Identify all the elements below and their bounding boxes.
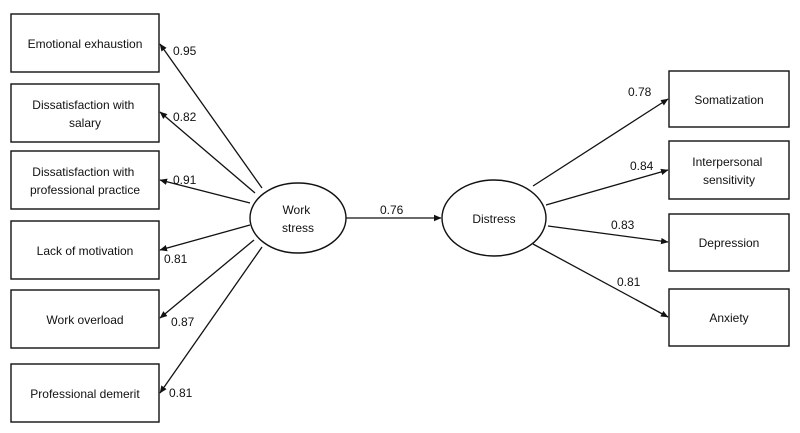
indicator-label: Somatization (694, 93, 763, 107)
loading-label: 0.81 (164, 252, 188, 266)
work-stress-indicator: Emotional exhaustion (10, 13, 160, 73)
indicator-box (10, 363, 160, 423)
latent-label: Work stress (282, 203, 314, 235)
edge-work-stress-emotional-exhaustion (159, 43, 263, 189)
loading-label: 0.84 (630, 159, 654, 173)
edge-distress-anxiety (532, 243, 669, 318)
indicator-box (668, 213, 790, 272)
loading-label: 0.81 (617, 275, 641, 289)
loading-label: 0.78 (628, 85, 652, 99)
indicator-label: Interpersonal sensitivity (692, 155, 765, 187)
indicator-label: Work overload (46, 313, 123, 327)
indicator-label: Dissatisfaction with salary (32, 98, 137, 130)
structural-coefficient: 0.76 (380, 203, 404, 217)
work-stress-indicator: Lack of motivation (10, 220, 160, 280)
latent-oval (441, 179, 547, 257)
work-stress-indicator: Dissatisfaction with professional practi… (10, 150, 160, 210)
indicator-label: Depression (699, 236, 760, 250)
indicator-box (668, 288, 790, 347)
edge-distress-interpersonal-sensitivity (545, 168, 669, 206)
loading-label: 0.91 (173, 173, 197, 187)
loading-label: 0.82 (173, 110, 197, 124)
work-stress-indicator: Professional demerit (10, 363, 160, 423)
work-stress-indicator: Dissatisfaction with salary (10, 83, 160, 143)
distress-indicator: Depression (668, 213, 790, 272)
edge-distress-depression (547, 225, 669, 245)
edge-work-stress-lack-of-motivation (159, 224, 251, 252)
edge-work-stress-work-overload (159, 239, 255, 319)
distress-indicator: Interpersonal sensitivity (668, 140, 790, 200)
indicator-label: Emotional exhaustion (28, 37, 143, 51)
indicator-box (10, 150, 160, 210)
loading-label: 0.95 (173, 44, 197, 58)
edge-work-stress-professional-practice (159, 178, 251, 204)
indicator-box (668, 140, 790, 200)
indicator-label: Lack of motivation (37, 244, 134, 258)
work-stress-indicator: Work overload (10, 289, 160, 349)
edge-distress-somatization (532, 98, 669, 187)
latent-label: Distress (472, 212, 515, 226)
distress-indicator: Anxiety (668, 288, 790, 347)
indicator-box (10, 220, 160, 280)
indicator-box (10, 13, 160, 73)
indicator-box (10, 83, 160, 143)
edge-work-stress-professional-demerit (159, 246, 263, 394)
loading-label: 0.87 (171, 315, 195, 329)
latent-distress: Distress (441, 179, 547, 257)
indicator-label: Professional demerit (30, 387, 140, 401)
loading-label: 0.81 (169, 386, 193, 400)
indicator-label: Dissatisfaction with professional practi… (30, 165, 140, 197)
latent-oval (249, 182, 347, 254)
indicator-box (668, 70, 790, 128)
indicator-label: Anxiety (709, 311, 748, 325)
loading-label: 0.83 (611, 218, 635, 232)
latent-work-stress: Work stress (249, 182, 347, 254)
distress-indicator: Somatization (668, 70, 790, 128)
indicator-box (10, 289, 160, 349)
edge-work-stress-salary (159, 111, 256, 194)
